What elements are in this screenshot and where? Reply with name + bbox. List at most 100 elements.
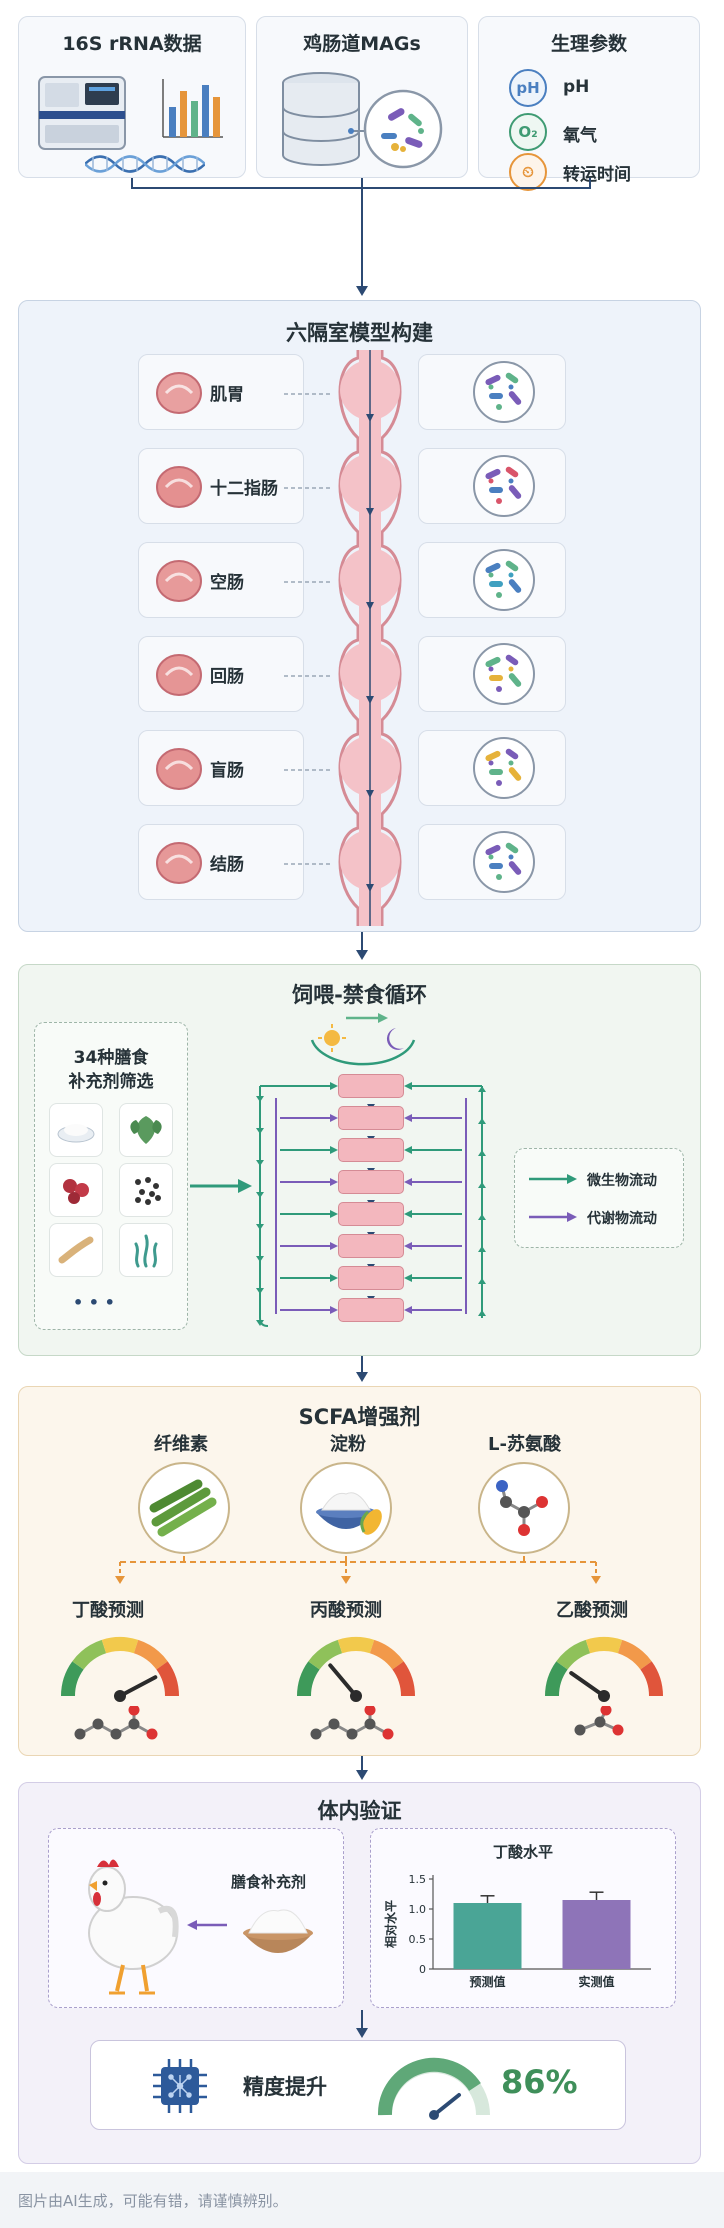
mags-title: 鸡肠道MAGs (303, 33, 421, 55)
oxygen-icon: O₂ (509, 113, 547, 151)
x-tick-label: 实测值 (578, 1974, 614, 1989)
cellulose-label: 纤维素 (154, 1434, 208, 1455)
gut-segment (338, 1298, 404, 1322)
microbiome-icon (473, 737, 535, 799)
footer-bar: 图片由AI生成，可能有错，请谨慎辨别。 (0, 2172, 724, 2228)
supplement-label: 膳食补充剂 (231, 1873, 307, 1891)
database-icon (282, 72, 360, 166)
accuracy-card: 精度提升 86% (90, 2040, 626, 2130)
microbiome-icon (473, 549, 535, 611)
gut-segment (338, 1106, 404, 1130)
microbe-flow-arrow-icon (529, 1174, 577, 1184)
ai-disclaimer: 图片由AI生成，可能有错，请谨慎辨别。 (18, 2192, 288, 2210)
organ-icon (156, 560, 202, 602)
flow-diagram (256, 1082, 486, 1327)
phys-title: 生理参数 (550, 33, 627, 55)
starch-label: 淀粉 (330, 1434, 366, 1455)
starch-icon (300, 1462, 392, 1554)
cycle-connector (356, 1356, 368, 1382)
y-tick-label: 1.5 (409, 1873, 427, 1886)
accuracy-label: 精度提升 (243, 2075, 327, 2099)
flow-legend: 微生物流动 代谢物流动 (514, 1148, 684, 1248)
ph-icon: pH (509, 69, 547, 107)
gut-tube (338, 350, 402, 926)
root-tile (49, 1223, 103, 1277)
microbiome-icon (473, 831, 535, 893)
chart-title: 丁酸水平 (492, 1843, 553, 1861)
gut-segment (338, 1138, 404, 1162)
organ-icon (156, 842, 202, 884)
acetate-gauge (545, 1637, 663, 1702)
gut-segment (338, 1234, 404, 1258)
propionate-gauge (297, 1637, 415, 1702)
bar (562, 1900, 631, 1969)
compartment-connector (356, 932, 368, 960)
supplement-box: 34种膳食 补充剂筛选 • • • (34, 1022, 188, 1330)
organ-icon (156, 466, 202, 508)
accuracy-gauge (377, 2057, 490, 2120)
powder-tile (49, 1103, 103, 1157)
microbiome-icon (473, 643, 535, 705)
compartment-title: 六隔室模型构建 (286, 321, 433, 345)
transit-time-label: 转运时间 (563, 165, 631, 185)
bar-chart-icon (162, 79, 223, 138)
chicken-box: 膳食补充剂 (48, 1828, 344, 2008)
sequencer-icon (38, 76, 126, 150)
scfa-connector (356, 1756, 368, 1780)
microbe-magnifier-icon (348, 89, 443, 169)
inputs-connector (131, 178, 591, 296)
enhancer-to-prediction-connector (115, 1556, 601, 1584)
compartment-label: 空肠 (210, 573, 244, 593)
butyrate-chart: 相对水平00.51.01.5预测值实测值 (383, 1873, 651, 1989)
ph-label: pH (563, 77, 590, 97)
metabolite-flow-arrow-icon (529, 1212, 577, 1222)
berries-tile (49, 1163, 103, 1217)
propionate-prediction-label: 丙酸预测 (310, 1600, 382, 1621)
compartment-label: 盲肠 (210, 761, 244, 781)
organ-icon (156, 654, 202, 696)
cellulose-icon (138, 1462, 230, 1554)
y-tick-label: 1.0 (409, 1903, 427, 1916)
threonine-label: L-苏氨酸 (488, 1434, 561, 1455)
supplement-to-chicken-arrow (187, 1920, 227, 1930)
y-tick-label: 0 (419, 1963, 426, 1976)
compartment-label: 十二指肠 (210, 479, 278, 499)
y-axis-label: 相对水平 (383, 1900, 398, 1948)
supplement-title-1: 34种膳食 (73, 1048, 149, 1068)
rrna-card: 16S rRNA数据 (18, 16, 246, 178)
butyrate-gauge (61, 1637, 179, 1702)
scfa-title: SCFA增强剂 (298, 1405, 421, 1429)
microbe-flow-label: 微生物流动 (587, 1173, 657, 1189)
seeds-tile (119, 1163, 173, 1217)
organ-icon (156, 748, 202, 790)
more-ellipsis: • • • (73, 1293, 115, 1312)
gut-segment (338, 1074, 404, 1098)
accuracy-value: 86% (501, 2063, 578, 2101)
butyrate-molecule-icon (74, 1706, 158, 1740)
bar (453, 1903, 522, 1969)
metabolite-flow-label: 代谢物流动 (587, 1211, 657, 1227)
supplement-bowl-icon (243, 1909, 313, 1953)
acetate-prediction-label: 乙酸预测 (556, 1600, 628, 1621)
compartment-label: 结肠 (210, 855, 244, 875)
supplement-arrow (190, 1179, 252, 1193)
microbiome-icon (473, 455, 535, 517)
oxygen-label: 氧气 (563, 126, 597, 146)
dna-icon (85, 155, 205, 173)
compartment-label: 肌胃 (210, 385, 244, 405)
gut-segment (338, 1170, 404, 1194)
y-tick-label: 0.5 (409, 1933, 427, 1946)
supplement-title-2: 补充剂筛选 (68, 1072, 154, 1092)
acetate-molecule-icon (574, 1706, 624, 1736)
propionate-molecule-icon (310, 1706, 394, 1740)
rrna-title: 16S rRNA数据 (62, 33, 202, 55)
ai-chip-icon (153, 2059, 207, 2113)
gut-segment (338, 1266, 404, 1290)
organ-icon (156, 372, 202, 414)
mags-card: 鸡肠道MAGs (256, 16, 468, 178)
butyrate-prediction-label: 丁酸预测 (72, 1600, 144, 1621)
gut-segment (338, 1202, 404, 1226)
herb-tile (119, 1103, 173, 1157)
clock-icon: ⏲ (509, 153, 547, 191)
